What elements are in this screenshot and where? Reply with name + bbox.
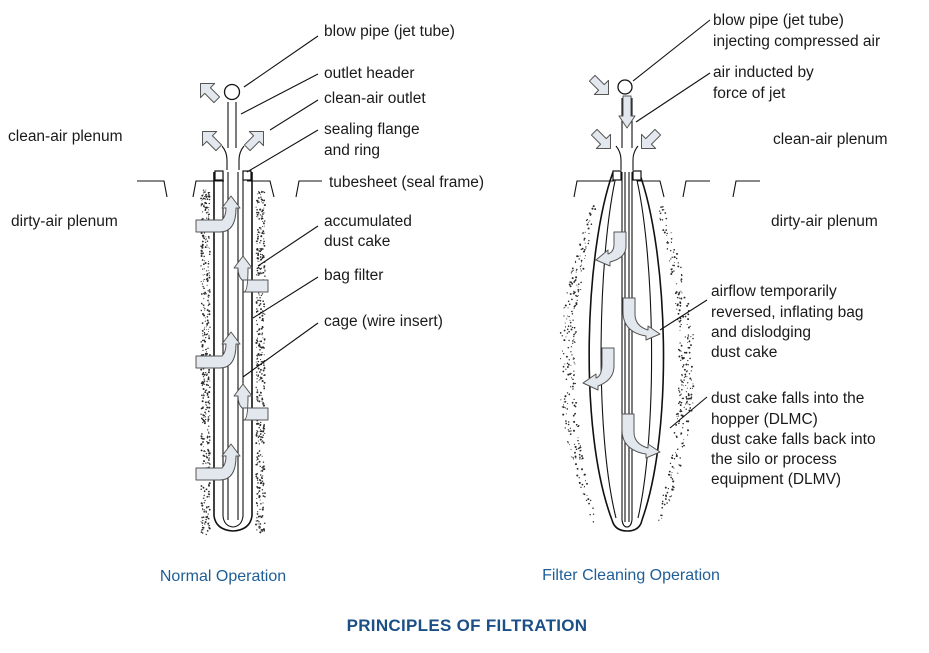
label-air-inducted-1: air inducted by [713, 64, 814, 81]
tubesheet-divider-left [137, 180, 322, 198]
label-airflow-1: airflow temporarily [711, 283, 837, 300]
label-falls-4: the silo or process [711, 451, 837, 468]
label-falls-2: hopper (DLMC) [711, 411, 818, 428]
caption-normal-operation: Normal Operation [160, 568, 286, 585]
normal-operation-diagram: blow pipe (jet tube) outlet header clean… [8, 23, 484, 585]
label-clean-air-plenum-left: clean-air plenum [8, 128, 123, 145]
label-dirty-air-plenum-left: dirty-air plenum [11, 213, 118, 230]
inflow-arrows-left [195, 195, 269, 481]
label-outlet-header: outlet header [324, 65, 415, 82]
filter-cleaning-diagram: blow pipe (jet tube) injecting compresse… [542, 12, 888, 584]
label-airflow-3: and dislodging [711, 324, 811, 341]
label-cage: cage (wire insert) [324, 313, 443, 330]
label-blow-pipe-right-2: injecting compressed air [713, 33, 880, 50]
label-dirty-air-plenum-right: dirty-air plenum [771, 213, 878, 230]
jet-arrow-icon [618, 95, 636, 129]
dust-cake-right [559, 205, 695, 523]
caption-filter-cleaning: Filter Cleaning Operation [542, 567, 720, 584]
sealing-flange-left [214, 145, 252, 181]
label-sealing-flange-1: sealing flange [324, 121, 420, 138]
label-clean-air-plenum-right: clean-air plenum [773, 131, 888, 148]
label-accumulated-2: dust cake [324, 233, 390, 250]
outlet-header-left [227, 102, 237, 148]
clean-air-arrows-left [200, 83, 264, 152]
label-falls-1: dust cake falls into the [711, 390, 864, 407]
blow-pipe-right [617, 79, 633, 95]
leader-lines-left [240, 35, 319, 378]
diagram-title: PRINCIPLES OF FILTRATION [347, 616, 588, 635]
label-accumulated-1: accumulated [324, 213, 412, 230]
blow-pipe-left [223, 83, 241, 101]
cage-right [621, 172, 633, 528]
label-falls-5: equipment (DLMV) [711, 471, 841, 488]
label-airflow-4: dust cake [711, 344, 777, 361]
label-tubesheet: tubesheet (seal frame) [329, 174, 484, 191]
inducted-air-arrows-right [588, 74, 662, 149]
tubesheet-divider-right [573, 180, 760, 198]
outlet-header-right [621, 98, 633, 148]
label-blow-pipe: blow pipe (jet tube) [324, 23, 455, 40]
outflow-arrows-right [582, 231, 661, 459]
sealing-flange-right [612, 145, 642, 181]
label-bag-filter: bag filter [324, 267, 383, 284]
label-blow-pipe-right-1: blow pipe (jet tube) [713, 12, 844, 29]
label-air-inducted-2: force of jet [713, 85, 786, 102]
label-falls-3: dust cake falls back into [711, 431, 876, 448]
label-clean-air-outlet: clean-air outlet [324, 90, 426, 107]
inflated-bag-right [588, 171, 665, 532]
label-sealing-flange-2: and ring [324, 142, 380, 159]
leader-lines-right [632, 19, 711, 429]
label-airflow-2: reversed, inflating bag [711, 304, 864, 321]
